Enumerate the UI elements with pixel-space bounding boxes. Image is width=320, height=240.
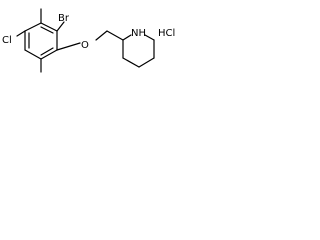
bromine-label: Br <box>58 13 70 24</box>
amine-label: NH <box>131 28 146 39</box>
piperidine-ring <box>122 34 155 68</box>
methylene-ring-bond <box>106 30 124 41</box>
aryl-oxygen-bond <box>56 42 81 51</box>
benzene-ring <box>24 22 58 60</box>
ring-bond-bottom-left <box>24 49 42 60</box>
ring-bond-top-right <box>40 22 58 32</box>
oxygen-methylene-bond <box>95 30 108 41</box>
ring-bond-top-left <box>24 22 42 32</box>
structural-formula: Br Cl O NH HCl <box>2 8 175 73</box>
piperidine-bond-c4-c5 <box>122 57 140 68</box>
oxygen-label: O <box>81 40 89 51</box>
hydrochloride-label: HCl <box>158 28 175 39</box>
chlorine-bond <box>16 30 26 37</box>
piperidine-bond-c5-c6 <box>138 57 155 68</box>
molecule-canvas: Br Cl O NH HCl <box>0 0 186 81</box>
ring-bond-bottom-right <box>40 49 58 60</box>
chlorine-label: Cl <box>2 35 12 46</box>
ring-double-bond-bottom <box>40 47 54 56</box>
bromine-bond <box>56 21 65 32</box>
ring-double-bond-top <box>40 26 54 34</box>
piperidine-bond-n-c2 <box>144 34 155 41</box>
piperidine-bond-c3-c2 <box>122 34 132 41</box>
